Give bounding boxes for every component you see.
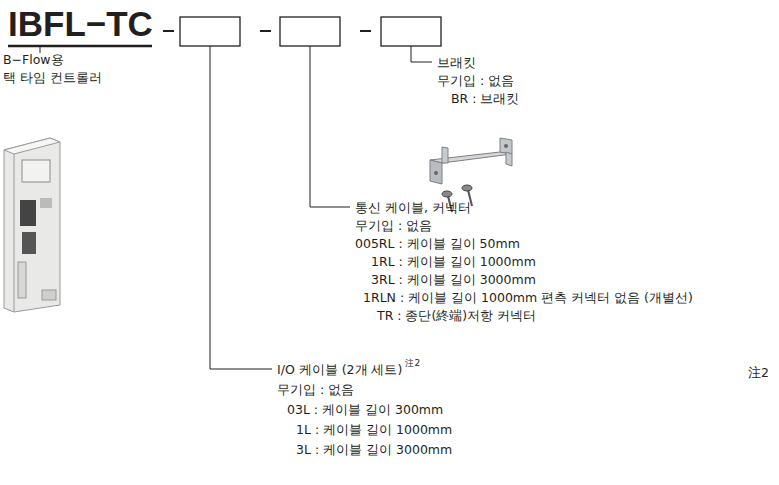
note-mark: 注2 <box>405 358 420 368</box>
product-name: 택 타임 컨트롤러 <box>3 70 102 85</box>
option-item: 1RLN : 케이블 길이 1000mm 편측 커넥터 없음 (개별선) <box>363 290 693 305</box>
note-mark: 注2 <box>748 365 769 380</box>
option-item: 무기입 : 없음 <box>277 382 354 397</box>
option-heading: I/O 케이블 (2개 세트) <box>277 362 402 377</box>
model-code: IBFL−TC <box>8 4 153 44</box>
option-item: 무기입 : 없음 <box>437 73 514 88</box>
option-heading: 브래킷 <box>437 55 476 70</box>
option-item: 1L : 케이블 길이 1000mm <box>296 422 452 437</box>
option-item: TR : 종단(終端)저항 커넥터 <box>377 308 536 323</box>
option-item: 03L : 케이블 길이 300mm <box>287 402 443 417</box>
option-item: 3RL : 케이블 길이 3000mm <box>371 272 536 287</box>
option-item: 005RL : 케이블 길이 50mm <box>355 236 520 251</box>
option-heading: 통신 케이블, 커넥터 <box>355 200 471 215</box>
option-item: 3L : 케이블 길이 3000mm <box>296 442 452 457</box>
product-name: B−Flow용 <box>3 52 64 67</box>
option-item: BR : 브래킷 <box>451 91 519 106</box>
option-item: 1RL : 케이블 길이 1000mm <box>371 254 536 269</box>
option-item: 무기입 : 없음 <box>355 218 432 233</box>
